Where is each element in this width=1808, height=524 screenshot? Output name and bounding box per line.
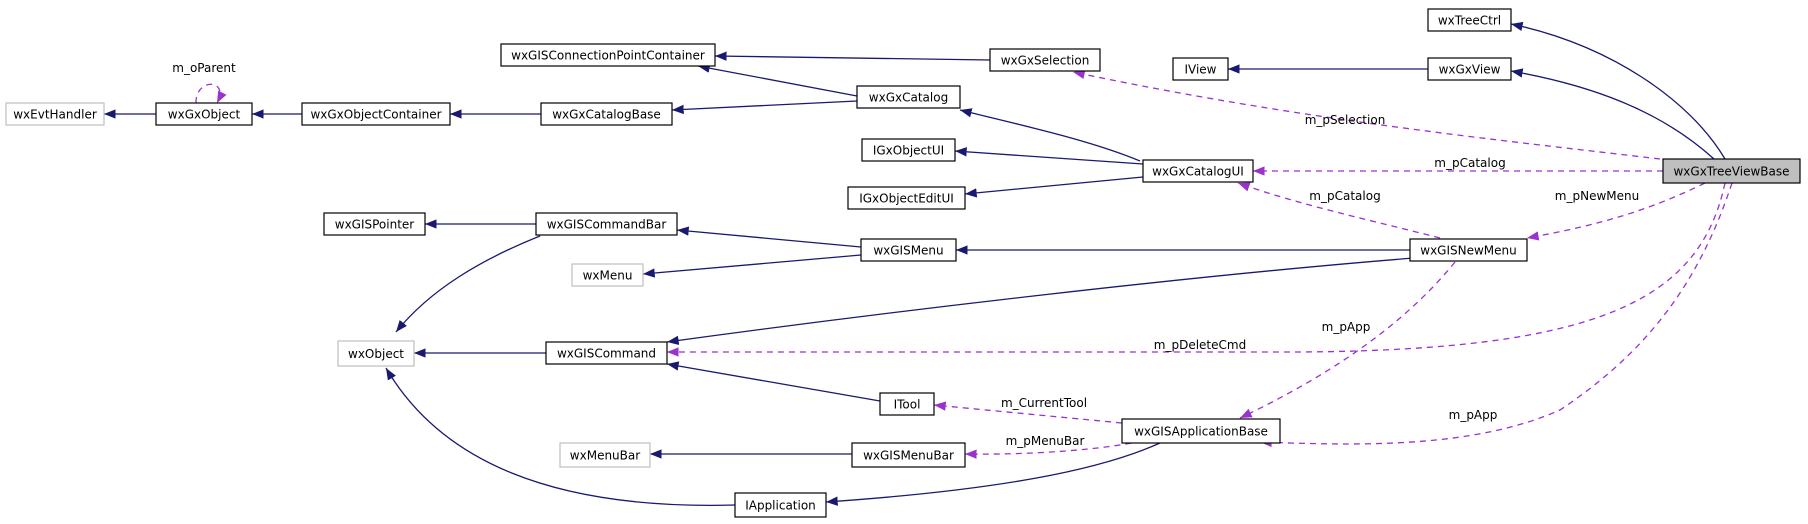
node-label: wxGISCommandBar bbox=[547, 218, 667, 232]
edge-wxGxTreeViewBase-to-wxGISNewMenu bbox=[1526, 182, 1706, 241]
node-wxgxcatalog[interactable]: wxGxCatalog bbox=[856, 85, 961, 109]
node-wxgismenubar[interactable]: wxGISMenuBar bbox=[851, 442, 966, 468]
node-wxgxobject[interactable]: wxGxObject bbox=[155, 102, 253, 126]
node-wxgxview[interactable]: wxGxView bbox=[1427, 57, 1512, 81]
node-label: wxGISCommand bbox=[557, 347, 656, 361]
edge-wxGISCommandBar-to-wxObject bbox=[395, 235, 541, 333]
edge-wxGxObject-self bbox=[195, 83, 227, 104]
edge-wxGxTreeViewBase-to-wxGISApplicationBase bbox=[1259, 182, 1733, 448]
edge-IApplication-to-wxObject bbox=[385, 367, 736, 506]
edge-label-m-papp-treeview: m_pApp bbox=[1449, 408, 1498, 422]
edge-label-m-pselection: m_pSelection bbox=[1305, 113, 1386, 127]
node-label: wxMenu bbox=[583, 269, 633, 283]
edge-label-m-currenttool: m_CurrentTool bbox=[1001, 396, 1087, 410]
node-wxgismenu[interactable]: wxGISMenu bbox=[860, 238, 957, 262]
edge-wxGxCatalogUI-to-wxGxCatalog bbox=[959, 108, 1141, 162]
node-wxgisnewmenu[interactable]: wxGISNewMenu bbox=[1409, 238, 1528, 262]
edge-wxGxCatalog-to-wxGISConnectionPointContainer bbox=[697, 63, 858, 97]
edge-wxGxTreeViewBase-to-wxTreeCtrl bbox=[1510, 21, 1726, 160]
node-wxgispointer[interactable]: wxGISPointer bbox=[323, 212, 426, 236]
node-label: wxGxTreeViewBase bbox=[1673, 165, 1789, 179]
edge-wxGxTreeViewBase-to-wxGxSelection bbox=[1072, 69, 1661, 160]
node-label: wxGISNewMenu bbox=[1420, 244, 1517, 258]
edge-wxGISNewMenu-to-wxGISCommand bbox=[666, 257, 1415, 346]
node-label: IApplication bbox=[745, 499, 816, 513]
node-wxgiscommandbar[interactable]: wxGISCommandBar bbox=[535, 212, 678, 236]
node-igxobjecteditui[interactable]: IGxObjectEditUI bbox=[847, 186, 966, 210]
edge-wxGxSelection-to-wxGISConnectionPointContainer bbox=[714, 51, 991, 61]
node-label: IView bbox=[1184, 63, 1216, 77]
node-wxgxcatalogbase[interactable]: wxGxCatalogBase bbox=[540, 102, 673, 126]
node-label: wxGxSelection bbox=[1001, 54, 1090, 68]
edge-wxGISApplicationBase-to-wxGISMenuBar bbox=[964, 440, 1143, 459]
node-label: wxGxObject bbox=[168, 108, 241, 122]
node-wxmenu[interactable]: wxMenu bbox=[571, 263, 644, 287]
node-iview[interactable]: IView bbox=[1172, 57, 1229, 81]
node-label: wxGxCatalogUI bbox=[1152, 165, 1244, 179]
node-wxgxselection[interactable]: wxGxSelection bbox=[989, 48, 1101, 72]
node-wxtreectrl[interactable]: wxTreeCtrl bbox=[1427, 8, 1512, 32]
edge-wxGISApplicationBase-to-IApplication bbox=[825, 442, 1161, 506]
node-label: wxGISMenuBar bbox=[863, 449, 954, 463]
node-wxobject[interactable]: wxObject bbox=[337, 340, 415, 367]
edge-label-m-pmenubar: m_pMenuBar bbox=[1006, 434, 1085, 448]
node-label: wxGISMenu bbox=[873, 244, 943, 258]
node-wxevthandler[interactable]: wxEvtHandler bbox=[5, 102, 105, 126]
edge-label-m-pnewmenu: m_pNewMenu bbox=[1555, 189, 1639, 203]
node-label: wxGxView bbox=[1439, 63, 1501, 77]
node-igxobjectui[interactable]: IGxObjectUI bbox=[861, 138, 956, 162]
node-wxgxcatalogui[interactable]: wxGxCatalogUI bbox=[1142, 159, 1254, 183]
edge-label-m-papp-newmenu: m_pApp bbox=[1322, 320, 1371, 334]
node-label: wxObject bbox=[348, 347, 404, 361]
node-wxgxtreeviewbase[interactable]: wxGxTreeViewBase bbox=[1662, 158, 1801, 184]
node-itool[interactable]: ITool bbox=[879, 392, 935, 416]
node-label: IGxObjectUI bbox=[873, 144, 944, 158]
node-wxgxobjectcontainer[interactable]: wxGxObjectContainer bbox=[301, 102, 451, 126]
edge-wxGxCatalog-to-wxGxCatalogBase bbox=[671, 100, 858, 115]
node-label: wxMenuBar bbox=[570, 449, 640, 463]
node-wxmenubar[interactable]: wxMenuBar bbox=[559, 442, 651, 468]
node-label: wxGxCatalog bbox=[869, 91, 948, 105]
edge-wxGISNewMenu-to-wxGISApplicationBase bbox=[1239, 261, 1456, 419]
edge-wxGISApplicationBase-to-ITool bbox=[933, 401, 1123, 424]
node-wxgisapplicationbase[interactable]: wxGISApplicationBase bbox=[1121, 418, 1281, 444]
node-wxgisconnectionpointcontainer[interactable]: wxGISConnectionPointContainer bbox=[500, 43, 716, 67]
edge-label-m-oparent: m_oParent bbox=[172, 61, 236, 75]
edge-wxGISMenu-to-wxMenu bbox=[642, 254, 862, 278]
edge-label-m-pdeletecmd: m_pDeleteCmd bbox=[1154, 338, 1246, 352]
node-label: ITool bbox=[894, 398, 921, 412]
edge-label-m-pcatalog-newmenu: m_pCatalog bbox=[1309, 189, 1380, 203]
edge-wxGxTreeViewBase-to-wxGISCommand bbox=[667, 182, 1726, 357]
node-label: wxGxObjectContainer bbox=[310, 108, 441, 122]
edge-wxGxCatalogUI-to-IGxObjectEditUI bbox=[964, 176, 1144, 198]
node-iapplication[interactable]: IApplication bbox=[734, 492, 827, 518]
node-label: wxTreeCtrl bbox=[1438, 14, 1501, 28]
node-label: wxGISApplicationBase bbox=[1134, 425, 1268, 439]
edge-wxGISNewMenu-to-wxGxCatalogUI bbox=[1237, 182, 1441, 239]
node-label: IGxObjectEditUI bbox=[859, 192, 954, 206]
edge-label-m-pcatalog-treeview: m_pCatalog bbox=[1434, 156, 1505, 170]
edge-wxGxCatalogUI-to-IGxObjectUI bbox=[954, 147, 1144, 165]
node-label: wxGISConnectionPointContainer bbox=[511, 49, 705, 63]
node-label: wxGxCatalogBase bbox=[552, 108, 661, 122]
edge-wxGxTreeViewBase-to-wxGxView bbox=[1510, 68, 1715, 160]
node-label: wxEvtHandler bbox=[13, 108, 97, 122]
edge-ITool-to-wxGISCommand bbox=[666, 361, 881, 402]
node-wxgiscommand[interactable]: wxGISCommand bbox=[545, 341, 668, 365]
edge-wxGISMenu-to-wxGISCommandBar bbox=[676, 226, 862, 248]
node-label: wxGISPointer bbox=[335, 218, 415, 232]
